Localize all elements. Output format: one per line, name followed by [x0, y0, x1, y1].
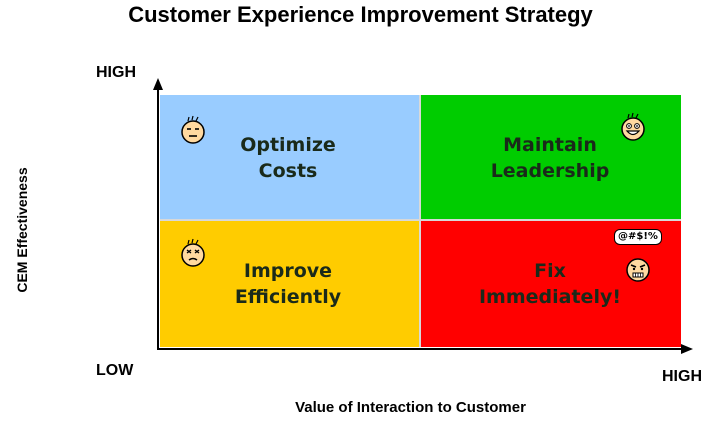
quadrant-label-line: Maintain: [503, 134, 597, 156]
quadrant-optimize-costs: [160, 95, 420, 220]
quadrant-label-line: Leadership: [490, 160, 610, 182]
curse-speech-bubble: @#$!%: [614, 229, 662, 245]
quadrant-label-line: Fix: [534, 260, 566, 282]
quadrant-label-line: Costs: [258, 160, 318, 182]
x-axis-high-label: HIGH: [662, 368, 702, 385]
quadrant-label-line: Improve: [243, 260, 333, 282]
frustrated-face-icon: [181, 238, 205, 267]
quadrant-label-line: Efficiently: [234, 286, 342, 308]
angry-face-icon: [626, 258, 650, 282]
quadrant-label-line: Immediately!: [478, 286, 622, 308]
happy-face-icon: [621, 112, 645, 141]
x-axis-arrowhead: [681, 344, 693, 354]
y-axis-title: CEM Effectiveness: [14, 167, 30, 293]
quadrant-improve-efficiently: [160, 220, 420, 347]
neutral-face-icon: [181, 115, 205, 144]
x-axis-title: Value of Interaction to Customer: [295, 399, 526, 416]
y-axis-arrowhead: [153, 78, 163, 90]
quadrant-label-bottom-left: Improve Efficiently: [188, 258, 388, 310]
quadrant-divider-vertical: [419, 95, 421, 347]
y-axis-low-label: LOW: [96, 362, 134, 379]
quadrant-label-top-right: Maintain Leadership: [450, 132, 650, 184]
quadrant-label-bottom-right: Fix Immediately!: [450, 258, 650, 310]
y-axis-high-label: HIGH: [96, 64, 136, 81]
quadrant-label-top-left: Optimize Costs: [188, 132, 388, 184]
quadrant-label-line: Optimize: [240, 134, 336, 156]
diagram-title: Customer Experience Improvement Strategy: [128, 2, 593, 27]
